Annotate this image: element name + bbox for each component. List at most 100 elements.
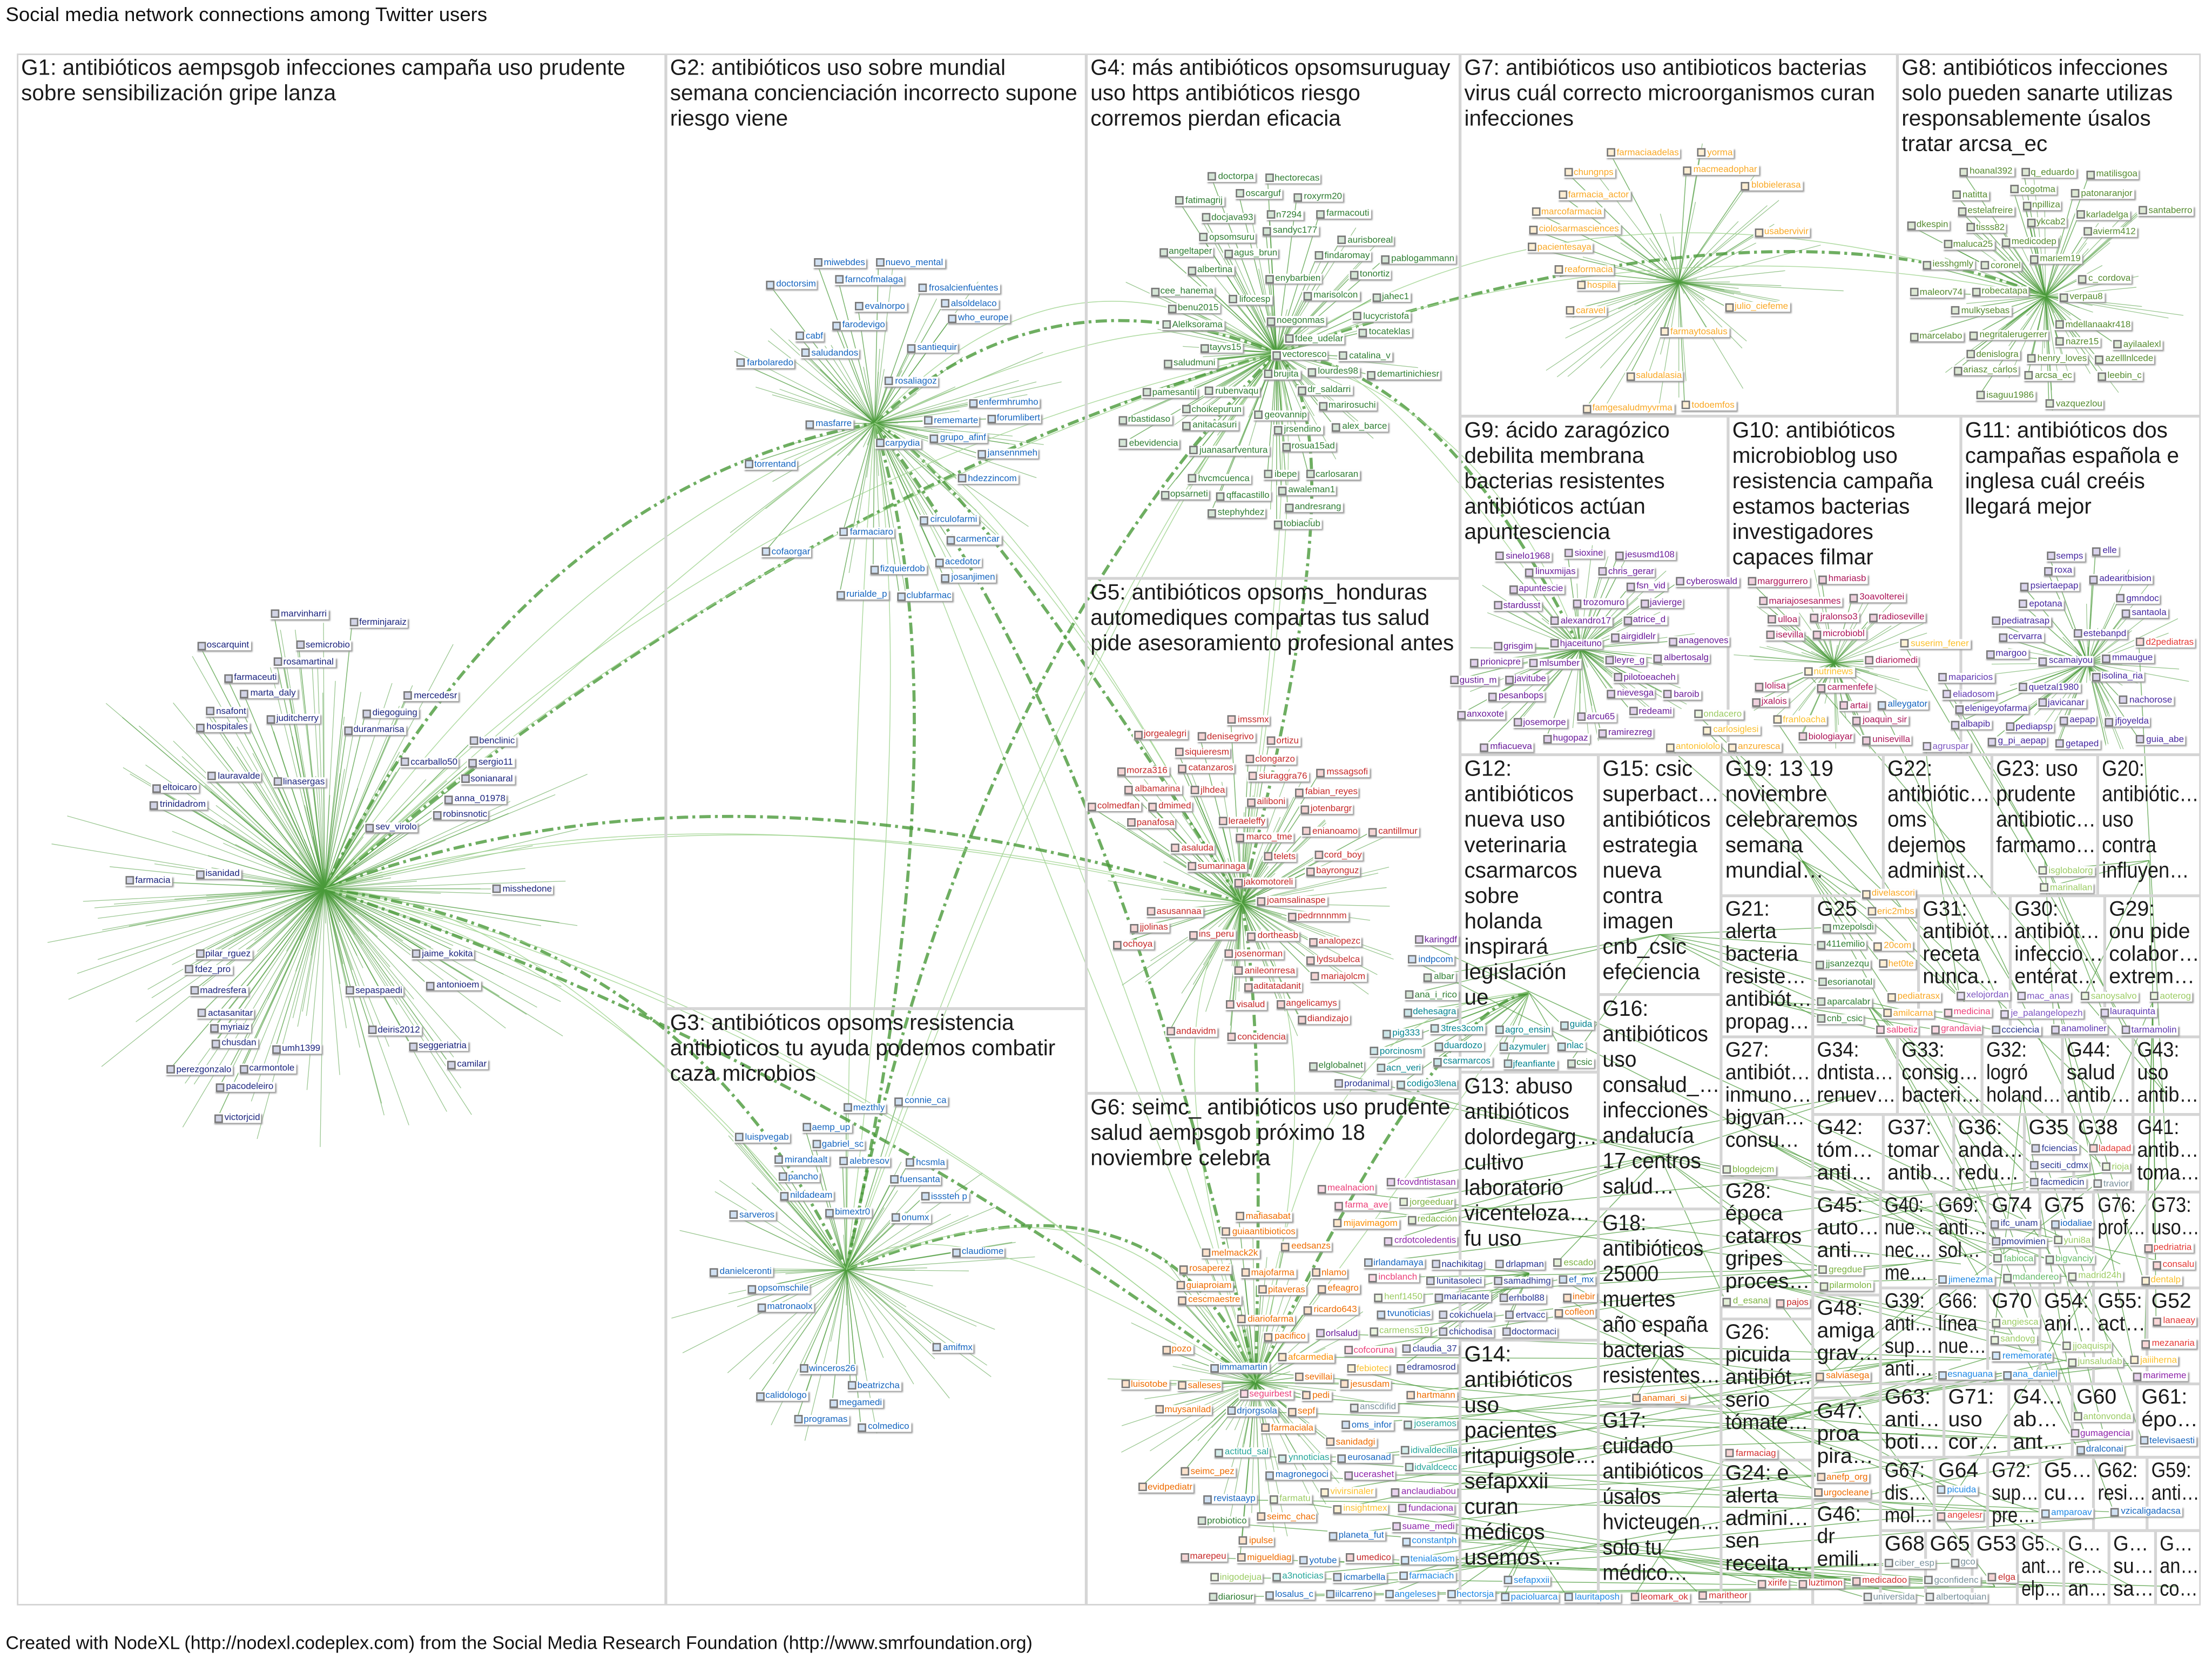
user-node[interactable]: redacción [1406,1215,1459,1225]
node-label[interactable]: claudiome [961,1247,1004,1258]
user-node[interactable]: universida [1862,1592,1917,1603]
node-label[interactable]: vectoresco [1282,349,1327,360]
user-node[interactable]: javicanar [2036,698,2086,708]
node-label[interactable]: marimeme [2143,1372,2187,1382]
node-label[interactable]: javicanar [2047,698,2085,708]
node-label[interactable]: iesshgmly [1932,260,1974,270]
user-node[interactable]: gustin_m [1448,675,1499,686]
user-node[interactable]: televisaesti [2138,1436,2196,1446]
user-node[interactable]: Alelksorama [1161,320,1224,331]
user-node[interactable]: porcinosm [1368,1046,1424,1057]
user-node[interactable]: seciti_cdmx [2029,1160,2090,1170]
node-label[interactable]: anagenoves [1678,636,1729,646]
user-node[interactable]: aepap [2058,716,2097,726]
node-label[interactable]: marco_tme [1246,833,1292,843]
user-node[interactable]: airgidlelr [1609,632,1657,643]
node-label[interactable]: lanaeay [2163,1316,2195,1326]
user-node[interactable]: ef_mx [1557,1275,1595,1285]
node-label[interactable]: lauritaposh [1574,1593,1620,1603]
user-node[interactable]: josemorpe [1512,718,1568,728]
user-node[interactable]: saludalasia [1624,371,1683,381]
node-label[interactable]: leomark_ok [1640,1591,1688,1602]
user-node[interactable]: sinelo1968 [1494,551,1552,561]
node-label[interactable]: q_eduardo [2031,167,2075,178]
node-label[interactable]: seciti_cdmx [2040,1160,2088,1170]
node-label[interactable]: amilcarna [1893,1008,1933,1019]
user-node[interactable]: leyre_g [1603,656,1646,666]
node-label[interactable]: enfermhrumho [979,398,1038,409]
node-label[interactable]: g_pi_aepap [1998,736,2046,747]
node-label[interactable]: isevilla [1776,630,1804,640]
user-node[interactable]: colmedico [857,1422,911,1432]
user-node[interactable]: hospitales [195,723,249,733]
user-node[interactable]: psiertaepap [2019,582,2080,592]
user-node[interactable]: azelllnlcede [2094,354,2155,364]
user-node[interactable]: javierge [1638,598,1684,609]
user-node[interactable]: leomark_ok [1629,1591,1690,1602]
node-label[interactable]: karingdf [1424,935,1457,945]
node-label[interactable]: porcinosm [1379,1046,1422,1057]
node-label[interactable]: jralonso3 [1820,612,1858,623]
user-node[interactable]: angelesr [1936,1511,1984,1521]
user-node[interactable]: nutrinews [1802,667,1854,677]
user-node[interactable]: rosamartinal [272,657,335,667]
node-label[interactable]: panafosa [1136,818,1175,828]
user-node[interactable]: medicadoo [1851,1576,1908,1587]
user-node[interactable]: torrentand [743,459,798,469]
node-label[interactable]: programas [804,1414,848,1425]
user-node[interactable]: junsaludab [2066,1357,2124,1367]
user-node[interactable]: farmacia [124,876,172,886]
node-label[interactable]: televisaesti [2149,1436,2195,1446]
node-label[interactable]: losalus_c [1275,1589,1313,1600]
node-label[interactable]: javitube [1514,675,1546,685]
user-node[interactable]: ferminjaraiz [348,617,408,628]
user-node[interactable]: nuevo_mental [874,258,945,268]
node-label[interactable]: anefp_org [1826,1472,1868,1482]
user-node[interactable]: estelafreire [1956,206,2014,217]
user-node[interactable]: mariajolcm [1310,972,1367,982]
node-label[interactable]: apuntescie [1519,584,1563,594]
user-node[interactable]: evidpediatr [1136,1482,1194,1492]
user-node[interactable]: diandizajo [1296,1014,1350,1024]
node-label[interactable]: leebin_c [2107,371,2142,381]
user-node[interactable]: vectoresco [1271,349,1328,360]
user-node[interactable]: ricardo643 [1302,1305,1359,1316]
user-node[interactable]: saludmuni [1162,358,1217,368]
node-label[interactable]: pablogammann [1391,254,1455,265]
node-label[interactable]: hoanal392 [1970,166,2013,177]
node-label[interactable]: noegonmas [1277,316,1325,326]
user-node[interactable]: estebanpd [2072,629,2128,639]
user-node[interactable]: mafiasabat [1234,1211,1292,1222]
user-node[interactable]: anagenoves [1667,636,1730,646]
node-label[interactable]: arcsa_ec [2034,370,2072,381]
user-node[interactable]: clongarzo [1244,754,1297,765]
user-node[interactable]: panafosa [1125,818,1176,828]
user-node[interactable]: nlamo [1310,1267,1348,1278]
node-label[interactable]: rememarte [934,415,979,426]
node-label[interactable]: pig333 [1392,1029,1420,1039]
node-label[interactable]: ciber_esp [1894,1558,1934,1569]
user-node[interactable]: drlapman [1494,1259,1546,1270]
node-label[interactable]: amifmx [943,1343,973,1353]
node-label[interactable]: alsoldelaco [950,298,997,308]
user-node[interactable]: joaquin_sir [1851,715,1908,725]
node-label[interactable]: josanjimen [951,572,995,583]
user-node[interactable]: acn_veri [1375,1063,1422,1074]
user-node[interactable]: mercedesr [402,690,459,701]
user-node[interactable]: demartinichiesr [1366,369,1441,380]
node-label[interactable]: fuensanta [900,1175,940,1185]
node-label[interactable]: chichodisa [1449,1327,1493,1337]
user-node[interactable]: suserim_fener [1899,639,1971,649]
user-node[interactable]: docjava93 [1200,212,1255,223]
user-node[interactable]: ciolosarmasciences [1527,224,1621,235]
user-node[interactable]: xelojordan [1955,990,2011,1001]
node-label[interactable]: atrice_d [1633,615,1666,626]
user-node[interactable]: farmacouti [1315,209,1371,219]
user-node[interactable]: planeta_fut [1327,1530,1386,1541]
node-label[interactable]: pedrnnnmm [1298,912,1347,922]
node-label[interactable]: acn_veri [1386,1063,1421,1074]
user-node[interactable]: enybarbien [1264,274,1322,285]
node-label[interactable]: anclaudiabou [1401,1487,1456,1497]
node-label[interactable]: farmacia [135,876,171,886]
node-label[interactable]: epotana [2029,599,2062,610]
